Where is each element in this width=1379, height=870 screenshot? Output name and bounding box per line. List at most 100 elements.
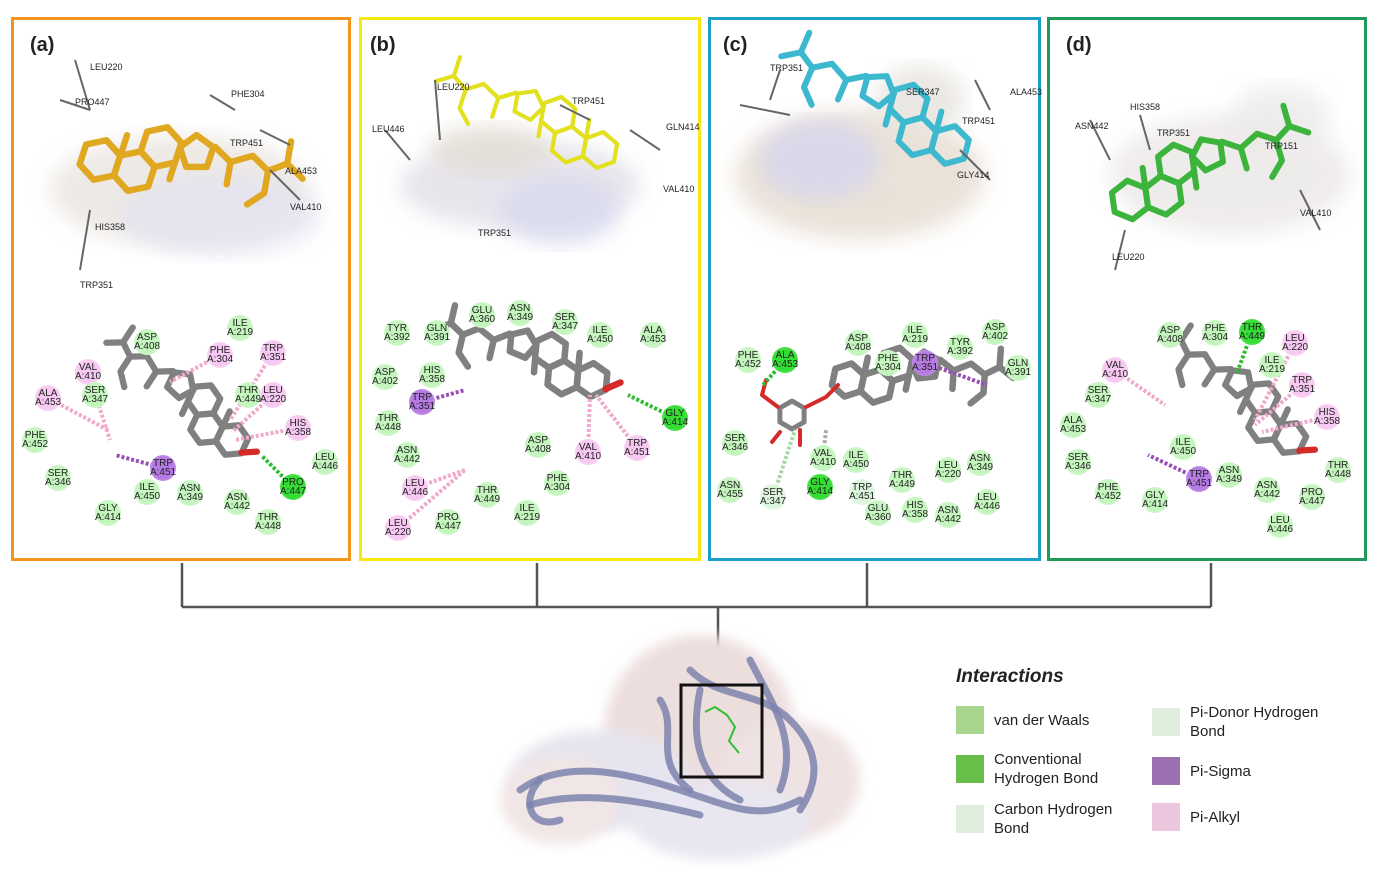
interaction-line [169,353,221,384]
residue-id: A:442 [934,514,962,525]
residue-name: ILE [139,482,155,493]
residue-id: A:447 [1298,496,1326,507]
residue-id: A:410 [74,371,102,382]
residue-name: ASN [509,303,531,314]
residue-name: THR [237,385,259,396]
residue-id: A:220 [259,394,287,405]
residue-name: LEU [388,518,408,529]
legend-item: Carbon Hydrogen Bond [956,800,1134,838]
residue-name: HIS [1318,407,1336,418]
residue-id: A:447 [279,486,307,497]
residue-name: ASN [937,505,959,516]
interaction-line [228,351,275,422]
residue-id: A:392 [383,332,411,343]
legend-label: Conventional Hydrogen Bond [994,751,1099,787]
residue-id: A:448 [254,521,282,532]
residue-id: A:408 [1156,334,1184,345]
residue-name: PHE [209,345,231,356]
legend-label: Pi-Alkyl [1190,808,1241,826]
sugar-moiety [760,378,840,447]
residue-id: A:358 [1313,416,1341,427]
ligand-3d-a [76,124,306,208]
binding-surface [120,175,320,255]
residue-name: TRP [852,482,872,493]
residue-name: SER [554,312,576,323]
residue-stick [959,149,991,181]
legend-label: Carbon Hydrogen Bond [994,801,1113,837]
residue-stick [1089,119,1111,161]
residue-name: GLU [471,305,493,316]
residue-id: A:449 [1238,331,1266,342]
legend-swatch [1152,708,1180,736]
residue-name: ASP [527,435,548,446]
residue-stick [209,94,236,111]
legend-title: Interactions [956,666,1064,687]
residue-label-3d: TRP351 [80,280,114,290]
residue-stick [974,79,991,111]
ligand-3d-d [1108,102,1312,223]
residue-id: A:442 [1253,489,1281,500]
residue-name: ALA [643,325,663,336]
residue-id: A:220 [934,469,962,480]
legend-swatch [956,706,984,734]
residue-id: A:446 [401,487,429,498]
residue-id: A:346 [721,442,749,453]
residue-stick [259,129,291,146]
residue-name: TRP [263,343,283,354]
residue-name: ASP [984,322,1005,333]
residue-label-3d: VAL410 [290,202,322,212]
residue-id: A:402 [981,331,1009,342]
residue-name: PRO [282,477,304,488]
residue-id: A:358 [284,427,312,438]
residue-name: ASN [1218,465,1240,476]
residue-label-3d: LEU446 [372,124,405,134]
residue-name: SER [47,468,69,479]
residue-name: TYR [950,337,970,348]
residue-stick [434,79,441,141]
residue-label-3d: TRP151 [1265,141,1299,151]
residue-label-3d: HIS358 [95,222,126,232]
residue-id: A:442 [223,501,251,512]
interaction-line [1253,342,1297,421]
residue-name: ALA [1063,415,1083,426]
residue-id: A:408 [844,342,872,353]
residue-id: A:414 [1141,499,1169,510]
residue-label-3d: TRP351 [1157,128,1191,138]
residue-name: PRO [1301,487,1323,498]
legend-swatch [1152,757,1180,785]
residue-name: LEU [405,478,425,489]
residue-name: TRP [915,353,935,364]
legend-item: Pi-Alkyl [1152,803,1330,831]
residue-id: A:351 [911,362,939,373]
residue-name: ILE [848,450,864,461]
residue-stick [1139,114,1151,151]
residue-id: A:446 [973,501,1001,512]
